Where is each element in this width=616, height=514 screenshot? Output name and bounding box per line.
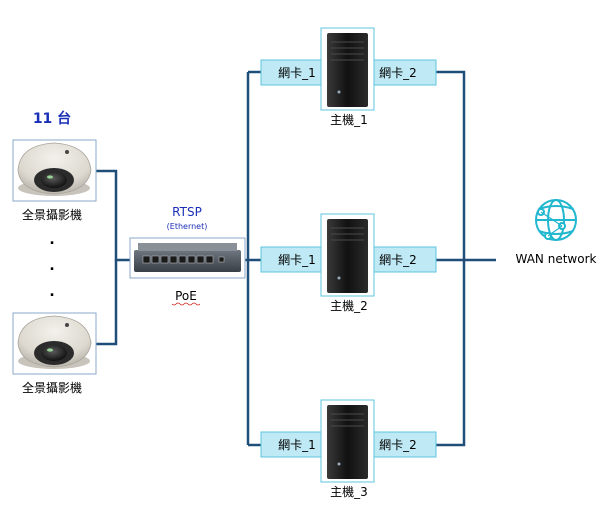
server-power-led — [337, 462, 341, 466]
server-grille — [331, 227, 364, 241]
switch-protocol: RTSP — [172, 205, 202, 219]
switch-label-squiggle — [171, 302, 201, 306]
ellipsis-dot-3: . — [49, 284, 54, 300]
poe-switch — [129, 237, 246, 279]
wan-globe-icon — [535, 199, 577, 241]
server-tower — [327, 219, 368, 293]
host-1-name: 主機_1 — [330, 112, 368, 127]
switch-label: PoE — [175, 289, 197, 303]
wan-label: WAN network — [516, 252, 597, 266]
nic-out-label: 網卡_2 — [379, 66, 417, 80]
server-power-led — [337, 90, 341, 94]
camera-bottom — [12, 312, 97, 375]
camera-label-bottom: 全景攝影機 — [22, 380, 82, 395]
camera-lens — [41, 172, 67, 188]
nic-in-label: 網卡_1 — [278, 438, 316, 452]
camera-lens-glint — [47, 348, 53, 352]
host-2: 網卡_1 網卡_2 — [260, 213, 437, 297]
ellipsis-dot-1: . — [49, 232, 54, 248]
camera-lens-glint — [47, 175, 53, 179]
camera-logo-dot — [65, 150, 69, 154]
connection-lines — [96, 70, 496, 447]
camera-lens — [41, 345, 67, 361]
server-tower — [327, 33, 368, 107]
camera-count: 11 台 — [33, 110, 71, 127]
ellipsis-dot-2: . — [49, 258, 54, 274]
nic-in-label: 網卡_1 — [278, 253, 316, 267]
server-tower — [327, 405, 368, 479]
host-1: 網卡_1 網卡_2 — [260, 27, 437, 111]
switch-top — [138, 243, 237, 251]
host-3-name: 主機_3 — [330, 484, 368, 499]
switch-protocol-sub: (Ethernet) — [167, 222, 208, 231]
server-grille — [331, 413, 364, 427]
server-power-led — [337, 276, 341, 280]
wan-bus — [435, 70, 466, 447]
camera-top — [12, 139, 97, 202]
host-2-name: 主機_2 — [330, 298, 368, 313]
camera-label-top: 全景攝影機 — [22, 207, 82, 222]
switch-ports — [142, 255, 225, 264]
host-3: 網卡_1 網卡_2 — [260, 399, 437, 483]
camera-logo-dot — [65, 323, 69, 327]
nic-out-label: 網卡_2 — [379, 253, 417, 267]
camera-link-top — [96, 169, 130, 262]
nic-in-label: 網卡_1 — [278, 66, 316, 80]
server-grille — [331, 41, 364, 61]
switch-body — [134, 250, 241, 272]
nic-out-label: 網卡_2 — [379, 438, 417, 452]
camera-link-bottom — [96, 260, 118, 346]
